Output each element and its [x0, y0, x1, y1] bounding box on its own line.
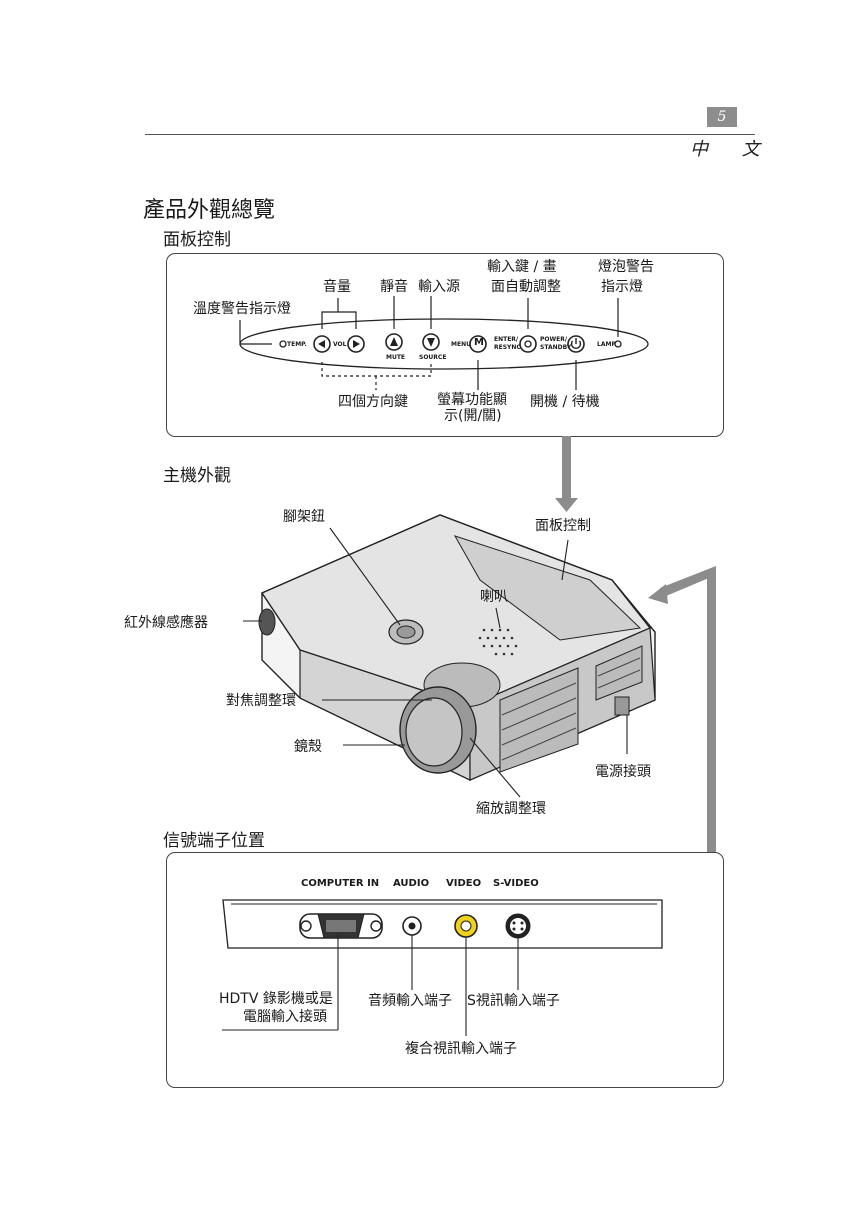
ports-box [166, 852, 724, 1088]
arrows-label: 四個方向鍵 [338, 394, 408, 410]
enter-label: 輸入鍵 / 畫 [487, 259, 557, 275]
lamp-text: LAMP [597, 341, 616, 348]
up-arrow-icon [390, 337, 398, 346]
mute-text: MUTE [386, 354, 406, 361]
header-rule [145, 134, 755, 135]
power-icon [570, 340, 582, 350]
audio-input-label: 音頻輸入端子 [368, 993, 452, 1009]
projector-illustration [258, 514, 656, 781]
focus-label: 對焦調整環 [226, 693, 296, 709]
menu-label-line2: 示(開/關) [444, 408, 502, 424]
enter-text-b: RESYNC [494, 344, 521, 351]
vol-text: VOL [333, 341, 347, 348]
panel-control-box [166, 253, 724, 437]
hdtv-label: HDTV 錄影機或是 [219, 991, 333, 1007]
arrow-shaft [562, 436, 571, 500]
temp-text: TEMP. [287, 341, 307, 348]
menu-text: MENU [451, 341, 471, 348]
temp-led [279, 340, 287, 348]
page-number: 5 [707, 107, 737, 127]
audio-header: AUDIO [393, 878, 430, 889]
down-arrow-icon [427, 338, 435, 347]
ir-label: 紅外線感應器 [124, 615, 208, 631]
hdtv-label-line2: 電腦輸入接頭 [243, 1009, 327, 1025]
panel-label: 面板控制 [535, 518, 591, 534]
speaker-label: 喇叭 [480, 589, 508, 605]
section-title: 產品外觀總覽 [143, 198, 276, 223]
right-arrow-icon [353, 340, 360, 348]
power-text-a: POWER/ [540, 336, 568, 343]
enter-icon [524, 340, 532, 348]
main-unit-title: 主機外觀 [163, 466, 231, 486]
enter-label-line2: 面自動調整 [491, 279, 561, 295]
composite-input-label: 複合視訊輸入端子 [405, 1041, 517, 1057]
power-label: 開機 / 待機 [530, 394, 600, 410]
mute-label: 靜音 [380, 279, 408, 295]
power-connector-label: 電源接頭 [595, 764, 651, 780]
arrow-left-icon [648, 584, 668, 604]
svideo-input-label: S視訊輸入端子 [467, 993, 560, 1009]
volume-label: 音量 [323, 279, 351, 295]
vga-port-icon [299, 913, 383, 939]
arrow-down-icon [555, 498, 578, 512]
menu-m-icon: M [474, 337, 484, 348]
power-text-b: STANDBY [540, 344, 572, 351]
lamp-label: 燈泡警告 [598, 259, 654, 275]
left-arrow-icon [318, 340, 325, 348]
lens-label: 鏡殼 [294, 739, 322, 755]
lamp-led [614, 340, 622, 348]
enter-text-a: ENTER/ [494, 336, 519, 343]
svideo-header: S-VIDEO [493, 878, 539, 889]
enter-button[interactable] [519, 335, 537, 353]
temp-label: 溫度警告指示燈 [193, 301, 291, 317]
source-text: SOURCE [419, 354, 447, 361]
menu-button[interactable] [469, 335, 487, 353]
video-header: VIDEO [446, 878, 482, 889]
panel-title: 面板控制 [163, 230, 231, 250]
foot-label: 腳架鈕 [283, 509, 325, 525]
language-label: 中 文 [690, 139, 774, 160]
lamp-label-line2: 指示燈 [601, 279, 643, 295]
ports-title: 信號端子位置 [163, 831, 265, 851]
menu-label: 螢幕功能顯 [437, 392, 507, 408]
computer-in-header: COMPUTER IN [301, 878, 380, 889]
zoom-label: 縮放調整環 [476, 801, 546, 817]
source-label: 輸入源 [418, 279, 460, 295]
